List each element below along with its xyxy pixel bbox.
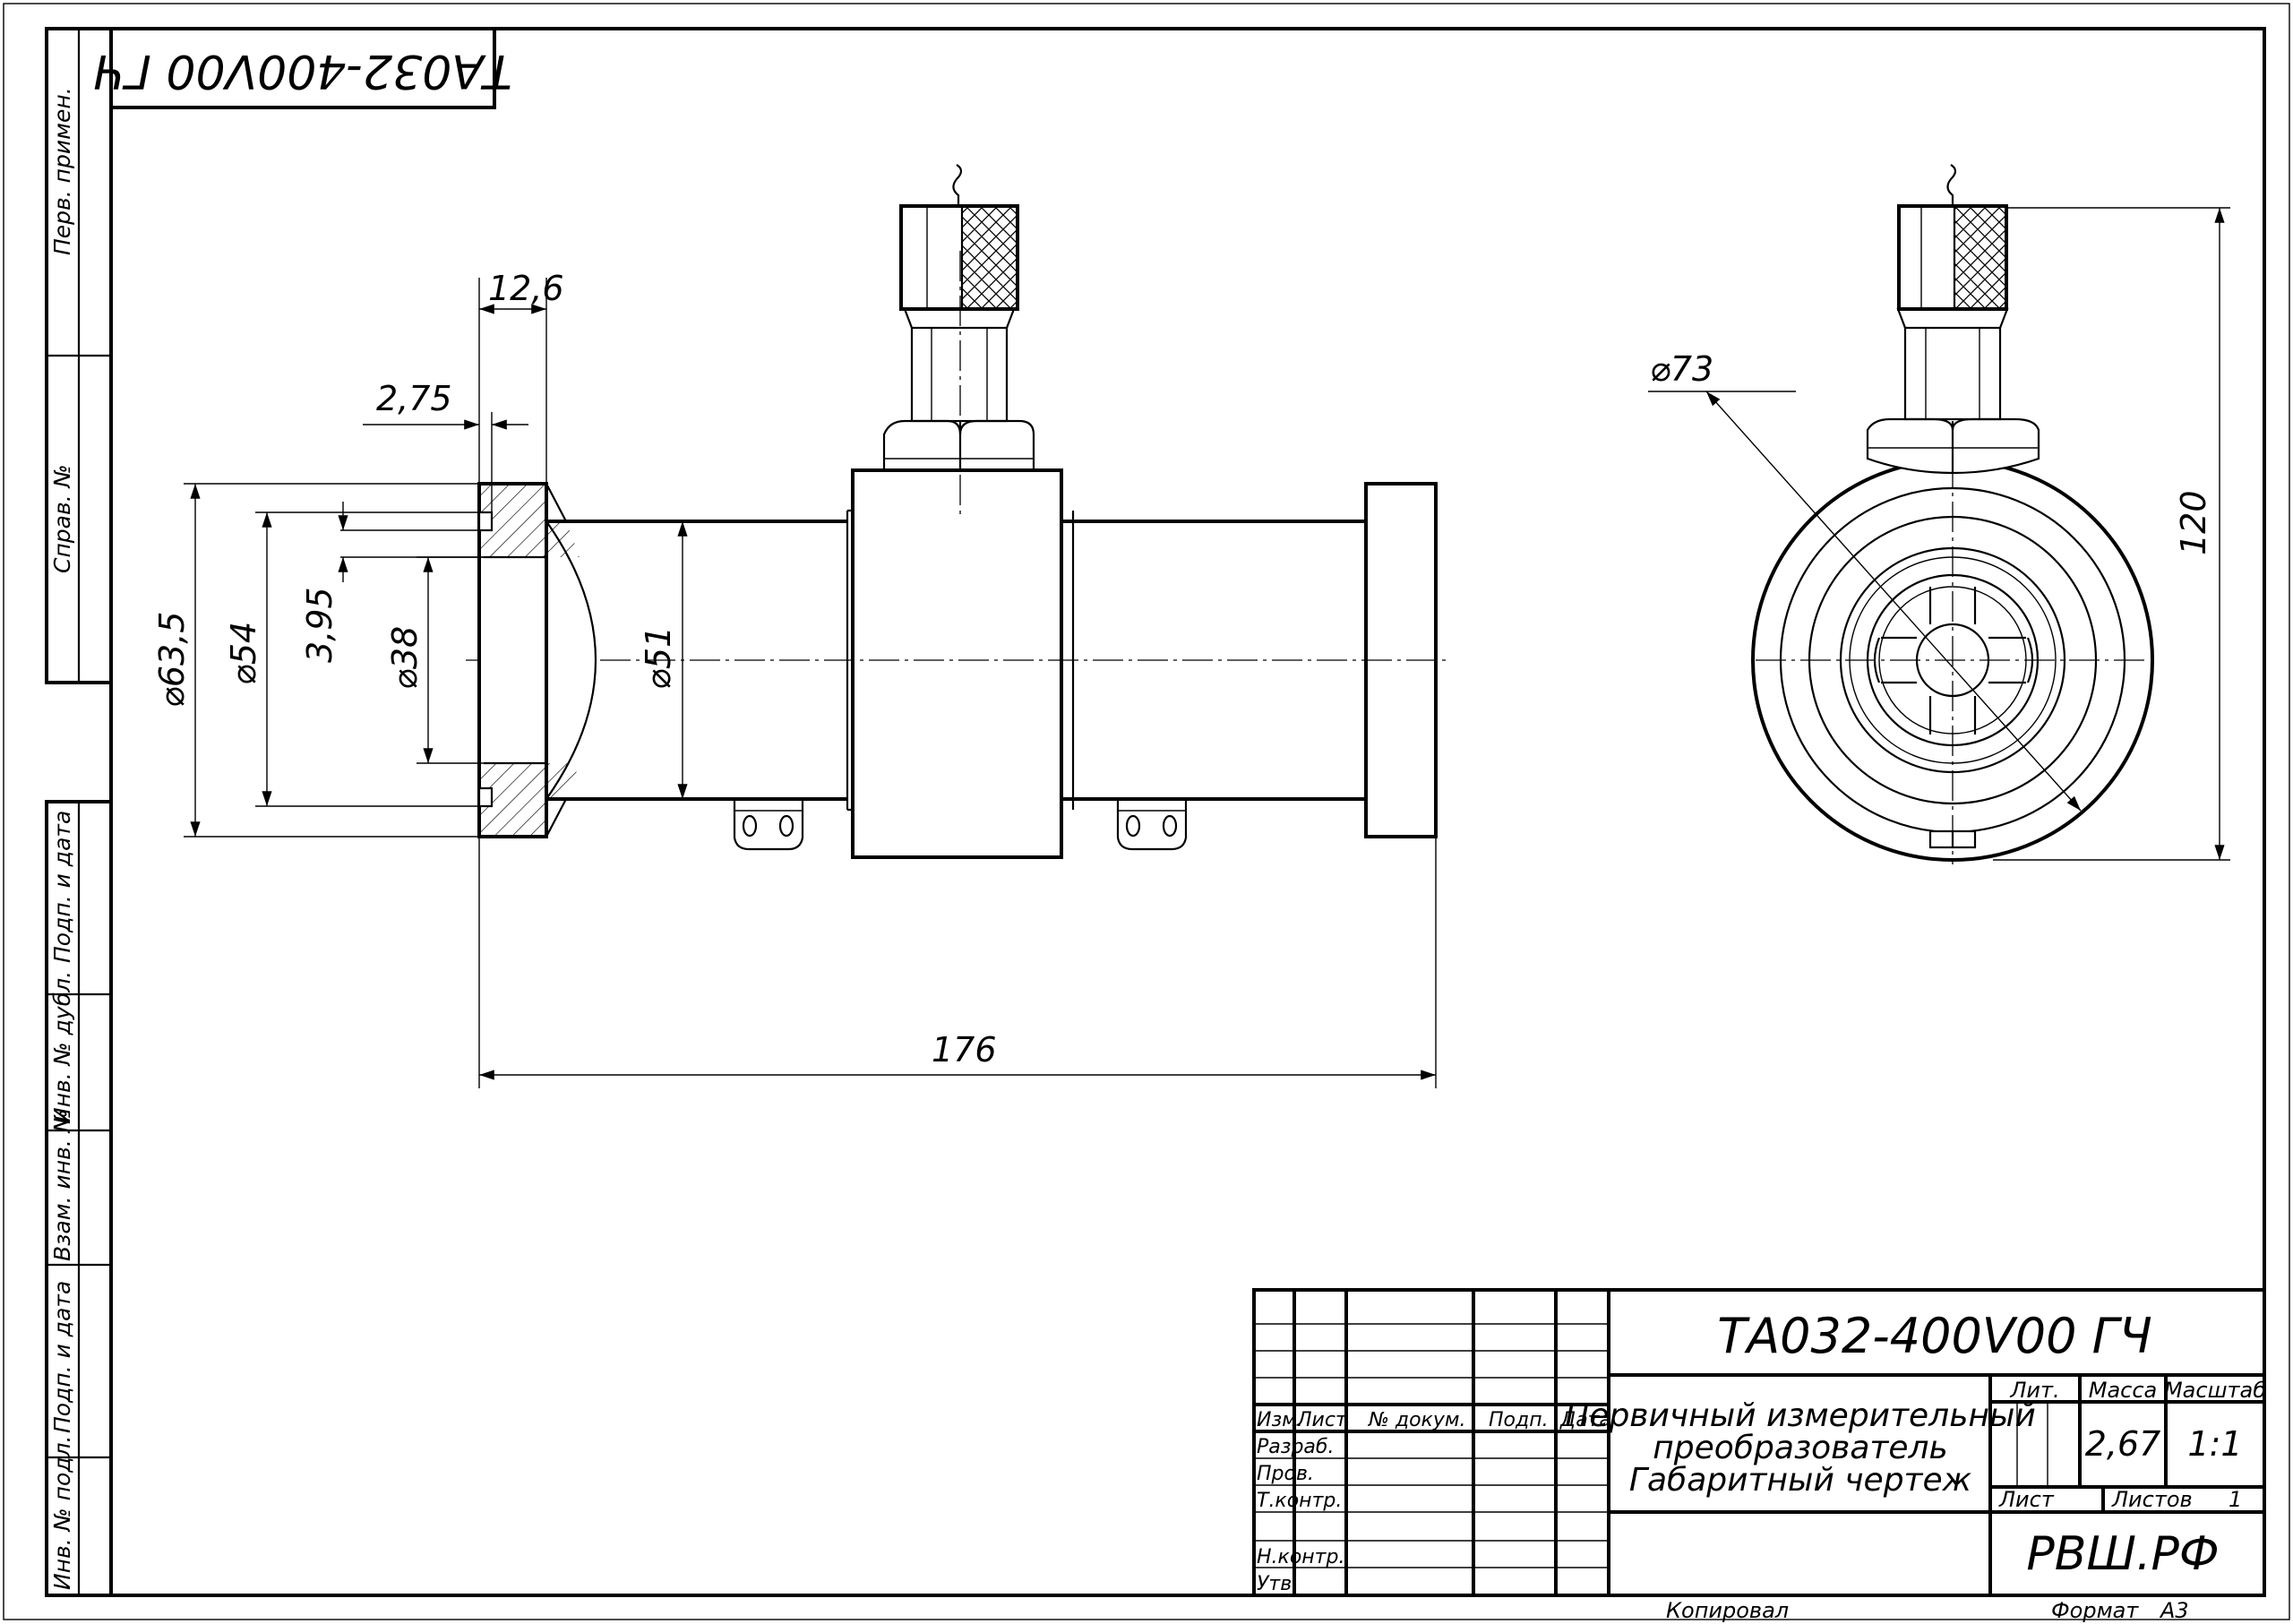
inverted-code-text: ТА032-400V00 ГЧ	[93, 44, 512, 98]
col-data: Дата	[1559, 1409, 1611, 1431]
kopiroval-label: Копировал	[1666, 1598, 1789, 1623]
dim-circle-diameter: ⌀73	[1650, 349, 1713, 389]
listov-value: 1	[2229, 1487, 2242, 1512]
dim-outer-diameter: ⌀63,5	[152, 612, 192, 709]
dim-bore-diameter: ⌀38	[385, 626, 425, 690]
row-n-kontr: Н.контр.	[1257, 1546, 1344, 1568]
list-label: Лист	[1998, 1487, 2055, 1512]
row-razrab: Разраб.	[1257, 1436, 1334, 1458]
side-label-podp-data-1: Подп. и дата	[49, 811, 75, 963]
title-designation: ТА032-400V00 ГЧ	[1717, 1308, 2151, 1364]
side-label-vzam-inv-no: Взам. инв. №	[49, 1109, 75, 1261]
format-label: Формат	[2051, 1598, 2139, 1623]
masshtab-label: Масштаб	[2164, 1378, 2266, 1403]
organization: РВШ.РФ	[2026, 1527, 2219, 1581]
side-stamp-bottom	[45, 800, 113, 1597]
side-label-podp-data-2: Подп. и дата	[49, 1281, 75, 1433]
row-utv: Утв.	[1257, 1573, 1298, 1595]
lit-label: Лит.	[2009, 1378, 2059, 1403]
massa-value: 2,67	[2085, 1424, 2161, 1464]
col-izm: Изм.	[1257, 1409, 1303, 1431]
side-label-inv-no-podl: Инв. № подл.	[49, 1436, 75, 1590]
col-list: Лист	[1296, 1409, 1348, 1431]
drain-plug-right	[1116, 799, 1188, 851]
side-label-sprav-no: Справ. №	[49, 464, 75, 573]
dim-length: 176	[932, 1030, 997, 1070]
dim-step: 3,95	[300, 587, 339, 663]
col-no-dokum: № докум.	[1368, 1409, 1465, 1431]
dim-body-diameter: ⌀51	[639, 626, 678, 690]
row-t-kontr: Т.контр.	[1257, 1490, 1342, 1512]
row-prov: Пров.	[1257, 1463, 1314, 1485]
side-view-dimensions: 12,6 2,75 ⌀63,5 ⌀54 3,95 ⌀38 ⌀51 176	[152, 269, 1437, 1088]
dim-groove: 2,75	[376, 379, 452, 418]
format-value: А3	[2159, 1598, 2189, 1623]
dim-flange-width: 12,6	[488, 269, 564, 308]
side-label-inv-no-dubl: Инв. № дубл.	[49, 971, 75, 1124]
title-name-line3: Габаритный чертеж	[1629, 1462, 1972, 1499]
side-view	[466, 164, 1451, 859]
col-podp: Подп.	[1489, 1409, 1549, 1431]
side-stamp-top	[45, 27, 113, 684]
title-block	[1252, 1288, 2266, 1597]
dim-height: 120	[2174, 490, 2213, 555]
massa-label: Масса	[2089, 1378, 2158, 1403]
listov-label: Листов	[2111, 1487, 2193, 1512]
masshtab-value: 1:1	[2187, 1424, 2242, 1464]
side-label-perv-primen: Перв. примен.	[49, 87, 75, 255]
end-view: ⌀73 120	[1648, 164, 2230, 864]
dim-groove-diameter: ⌀54	[224, 622, 263, 685]
drain-plug-left	[733, 799, 804, 851]
outer-trim-frame	[3, 3, 2290, 1620]
title-name-line1: Первичный измерительный	[1565, 1397, 2036, 1434]
title-name-line2: преобразователь	[1653, 1430, 1947, 1466]
inverted-code-stamp: ТА032-400V00 ГЧ	[93, 27, 512, 109]
